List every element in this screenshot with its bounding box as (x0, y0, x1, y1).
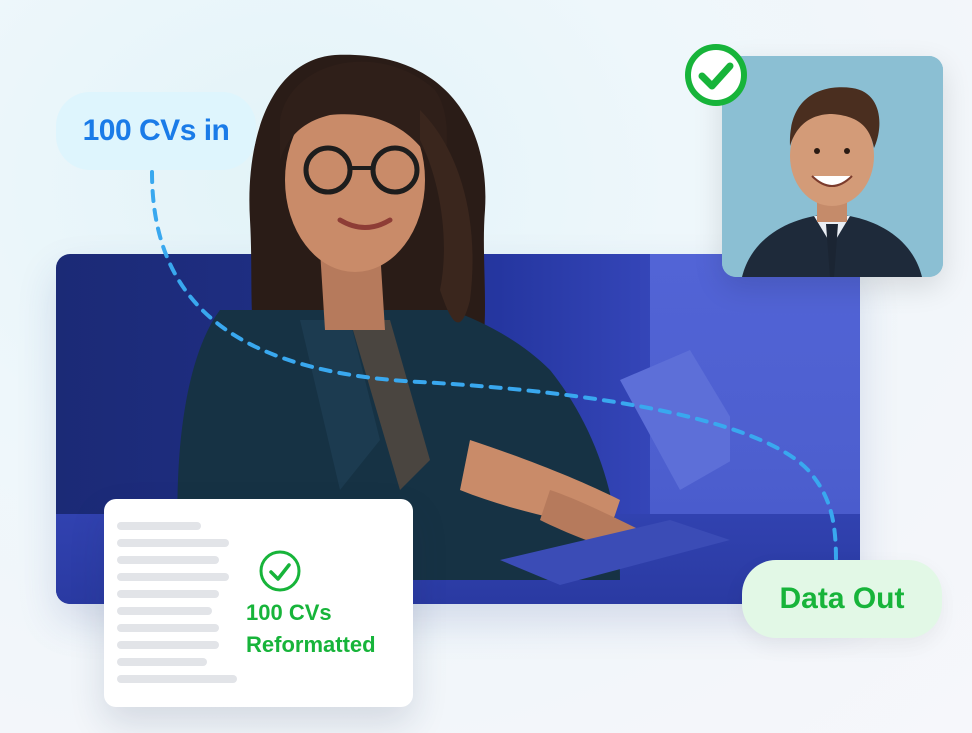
data-out-badge: Data Out (742, 560, 942, 638)
text-placeholder-line (117, 522, 201, 530)
text-placeholder-line (117, 624, 219, 632)
card-line-1: 100 CVs (246, 600, 332, 625)
card-line-2: Reformatted (246, 632, 376, 657)
check-circle-icon (685, 44, 747, 106)
text-placeholder-line (117, 675, 237, 683)
check-circle-icon (259, 550, 301, 592)
cvs-in-badge: 100 CVs in (56, 92, 256, 170)
text-placeholder-line (117, 590, 219, 598)
smiling-man-portrait-photo (722, 56, 943, 277)
text-placeholder-line (117, 607, 212, 615)
text-placeholder-line (117, 658, 207, 666)
text-placeholder-line (117, 641, 219, 649)
text-placeholder-line (117, 573, 229, 581)
card-caption: 100 CVs Reformatted (246, 597, 406, 661)
text-placeholder-line (117, 556, 219, 564)
candidate-portrait (722, 56, 943, 277)
text-placeholder-line (117, 539, 229, 547)
reformatted-card: 100 CVs Reformatted (104, 499, 413, 707)
